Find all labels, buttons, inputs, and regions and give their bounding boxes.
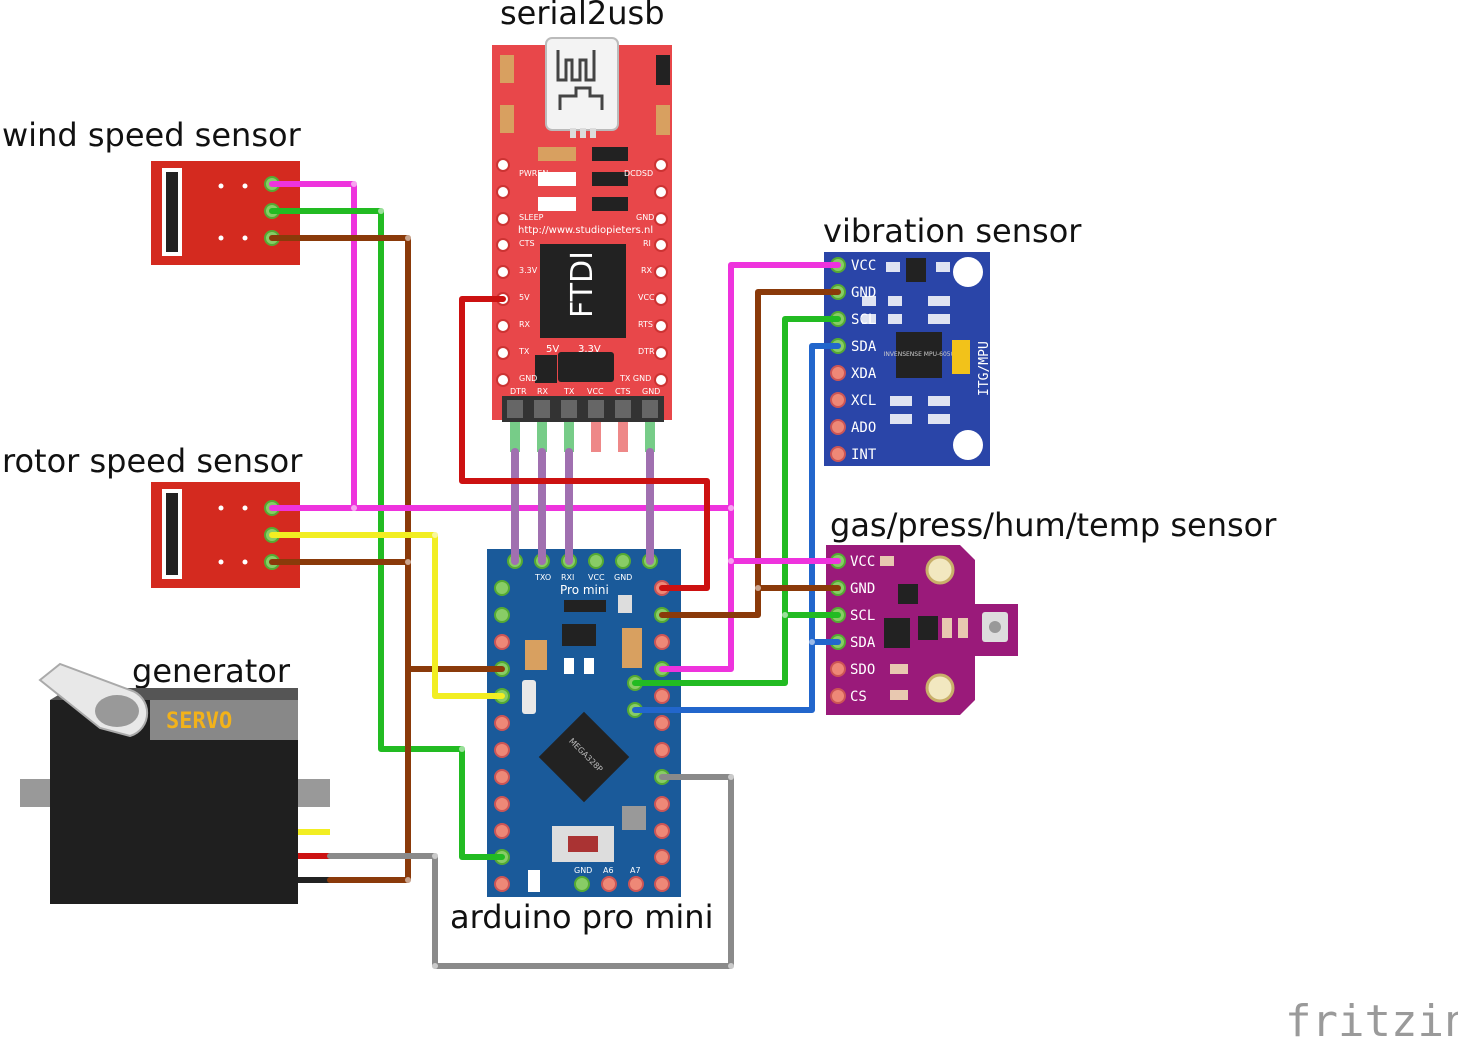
ftdi-pin-label: TX bbox=[563, 387, 575, 396]
wires bbox=[269, 181, 841, 969]
bme-pin-scl: SCL bbox=[850, 608, 875, 624]
ftdi-chip bbox=[540, 244, 626, 338]
ftdi-pin-label: 5V bbox=[519, 293, 530, 302]
ftdi-pin-label: GND bbox=[636, 213, 654, 222]
mpu-pin-sda: SDA bbox=[851, 339, 877, 355]
bme-pin-sda: SDA bbox=[850, 635, 876, 651]
mpu-side-label: ITG/MPU bbox=[977, 341, 992, 396]
ftdi-url: http://www.studiopieters.nl bbox=[518, 225, 653, 236]
pm-top-label: VCC bbox=[588, 573, 605, 582]
generator-label: generator bbox=[132, 652, 291, 690]
voltage-jumper[interactable] bbox=[558, 352, 614, 382]
ftdi-chip-label: FTDI bbox=[565, 251, 600, 318]
gas-sensor-board: VCC GND SCL SDA SDO CS bbox=[826, 545, 1018, 715]
pm-title: Pro mini bbox=[560, 583, 609, 597]
ftdi-pin-label: TX bbox=[518, 347, 530, 356]
ftdi-pin-label: CTS bbox=[615, 387, 631, 396]
arduino-label: arduino pro mini bbox=[450, 898, 713, 936]
mpu-pin-vcc: VCC bbox=[851, 258, 876, 274]
ftdi-pin-label: 3.3V bbox=[519, 266, 538, 275]
ftdi-pin-label: PWREN bbox=[519, 169, 548, 178]
ftdi-pin-label: RI bbox=[643, 239, 651, 248]
fritzing-watermark: fritzing bbox=[1285, 996, 1458, 1047]
bme-pin-vcc: VCC bbox=[850, 554, 875, 570]
vibration-sensor-label: vibration sensor bbox=[823, 212, 1082, 250]
mpu-pin-scl: SCL bbox=[851, 312, 876, 328]
bme-pin-gnd: GND bbox=[850, 581, 875, 597]
ftdi-pin-label: RTS bbox=[638, 320, 653, 329]
arduino-pro-mini: TXO RXI VCC GND Pro mini GND A6 A7 bbox=[487, 549, 681, 897]
bme-pin-sdo: SDO bbox=[850, 662, 875, 678]
pm-bottom-label: A6 bbox=[603, 866, 614, 875]
generator-servo: SERVO bbox=[20, 662, 330, 904]
ftdi-pin-label: RX bbox=[641, 266, 653, 275]
mpu-pin-int: INT bbox=[851, 447, 877, 463]
bme-pin-cs: CS bbox=[850, 689, 867, 705]
mpu-pin-xcl: XCL bbox=[851, 393, 876, 409]
ftdi-pin-label: GND bbox=[519, 374, 537, 383]
ftdi-pin-label: CTS bbox=[519, 239, 535, 248]
ftdi-pin-label: VCC bbox=[638, 293, 655, 302]
wind-sensor-label: wind speed sensor bbox=[2, 116, 302, 154]
mpu-pin-xda: XDA bbox=[851, 366, 877, 382]
ftdi-pin-label: VCC bbox=[587, 387, 604, 396]
mpu-pin-ado: ADO bbox=[851, 420, 876, 436]
ftdi-pin-label: DTR bbox=[638, 347, 655, 356]
ftdi-pin-label: SLEEP bbox=[519, 213, 544, 222]
ftdi-board: http://www.studiopieters.nl FTDI 5V 3.3V… bbox=[492, 37, 672, 452]
jumper-5v-label: 5V bbox=[546, 344, 559, 355]
pm-top-label: TXO bbox=[534, 573, 551, 582]
pm-bottom-label: GND bbox=[574, 866, 592, 875]
ftdi-header bbox=[502, 396, 664, 422]
pm-top-label: RXI bbox=[561, 573, 574, 582]
pm-bottom-label: A7 bbox=[630, 866, 641, 875]
gas-sensor-label: gas/press/hum/temp sensor bbox=[830, 506, 1277, 544]
ftdi-pin-label: DTR bbox=[510, 387, 527, 396]
ftdi-pin-label: DCDSD bbox=[624, 169, 653, 178]
ftdi-pin-label: GND bbox=[642, 387, 660, 396]
ftdi-pin-label: RX bbox=[537, 387, 549, 396]
ftdi-pin-label: RX bbox=[519, 320, 531, 329]
vibration-sensor-board: INVENSENSE MPU-6050 ITG/MPU VCC GND SCL … bbox=[824, 252, 992, 466]
wind-speed-sensor bbox=[151, 161, 300, 265]
pm-top-label: GND bbox=[614, 573, 632, 582]
rotor-sensor-label: rotor speed sensor bbox=[2, 442, 303, 480]
reset-button[interactable] bbox=[568, 836, 598, 852]
serial2usb-label: serial2usb bbox=[500, 0, 665, 32]
mpu-pin-gnd: GND bbox=[851, 285, 876, 301]
jumper-33v-label: 3.3V bbox=[578, 344, 601, 355]
servo-brand: SERVO bbox=[166, 709, 232, 734]
mpu-chip-label: INVENSENSE MPU-6050 bbox=[884, 351, 955, 358]
ftdi-pin-label: TX GND bbox=[619, 374, 651, 383]
